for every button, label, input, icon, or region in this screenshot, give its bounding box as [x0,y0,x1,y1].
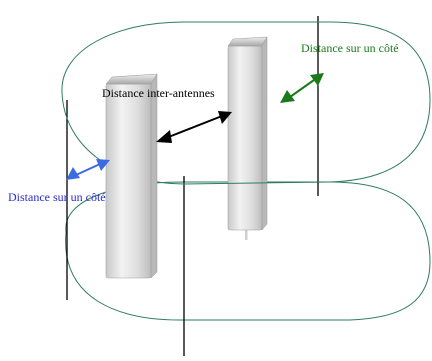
antenna-panel-rear [227,36,268,240]
label-inter-antennas: Distance inter-antennes [102,86,215,100]
label-side-left: Distance sur un côté [8,190,106,204]
label-side-right: Distance sur un côté [301,41,399,55]
arrow-side-left [66,159,110,180]
arrow-inter-antennas [156,111,232,143]
arrow-side-right [280,73,324,103]
antenna-panel-front [105,73,158,279]
